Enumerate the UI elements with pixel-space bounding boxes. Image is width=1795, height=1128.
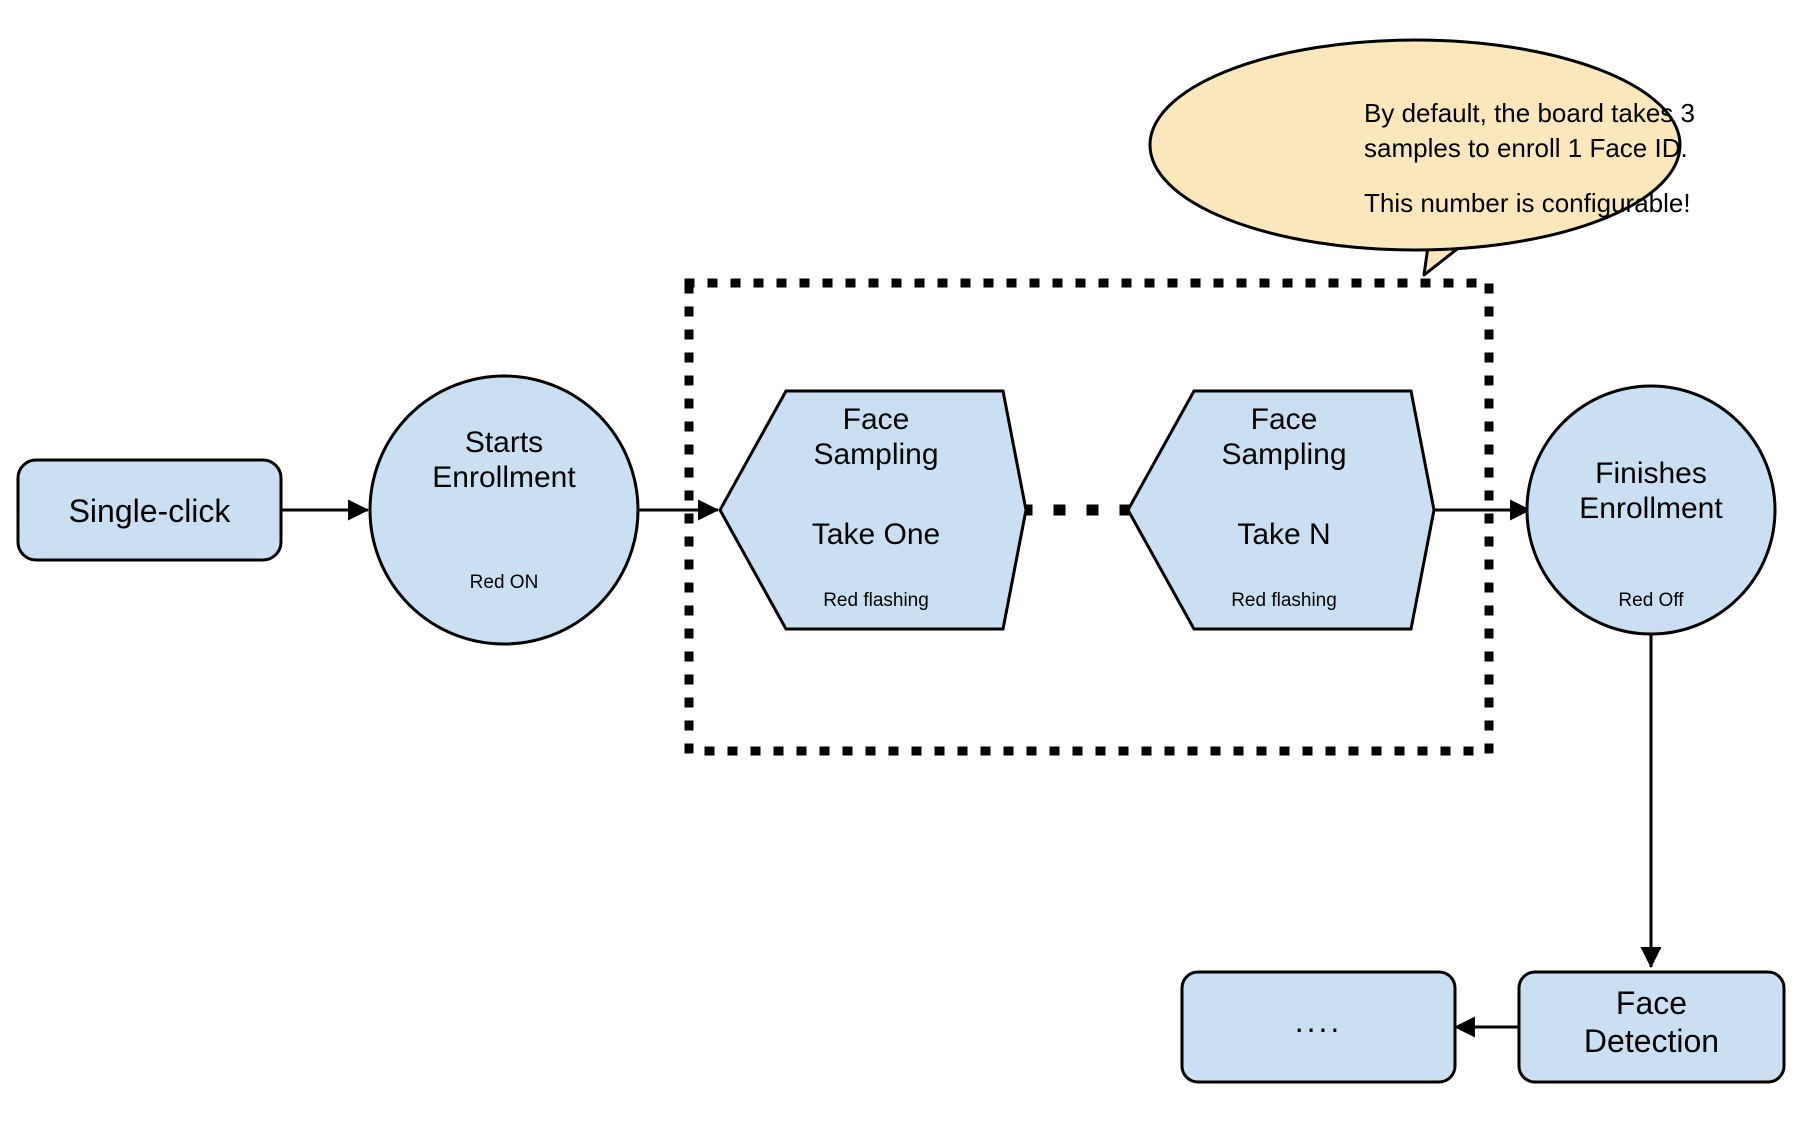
node-finishes-enrollment[interactable]	[1525, 384, 1777, 636]
callout-tail-cover	[1431, 224, 1483, 233]
node-single-click[interactable]	[16, 458, 283, 562]
callout-bubble	[1148, 38, 1682, 252]
node-face-sampling-n[interactable]	[1126, 389, 1436, 631]
node-ellipsis[interactable]	[1180, 970, 1457, 1084]
node-starts-enrollment[interactable]	[368, 374, 640, 646]
sampling-loop-group-box	[684, 278, 1494, 756]
node-face-sampling-one[interactable]	[718, 389, 1028, 631]
node-face-detection[interactable]	[1517, 970, 1786, 1084]
